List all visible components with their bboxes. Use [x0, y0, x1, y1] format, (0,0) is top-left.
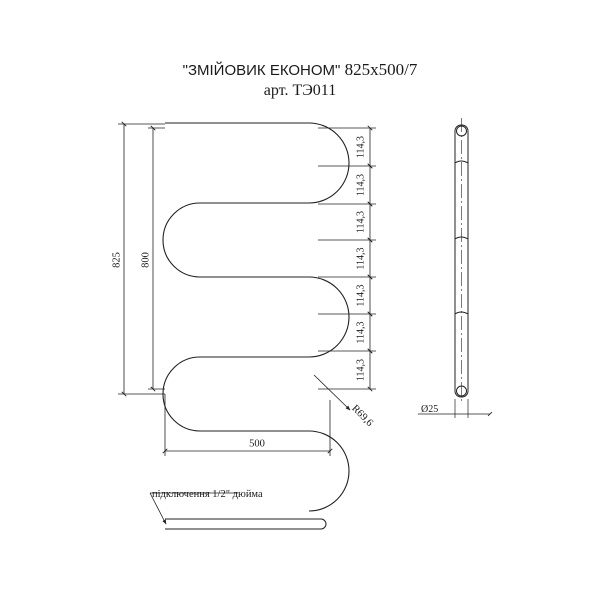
width-label: 500 — [249, 438, 265, 449]
pipe-top-view — [149, 492, 327, 530]
spacing-dimension-label-5: 114,3 — [355, 284, 366, 306]
dimension-lines — [118, 121, 376, 456]
spacing-dimension-label-3: 114,3 — [355, 211, 366, 233]
side-view-top-cap — [456, 125, 467, 137]
spacing-dimension-label-1: 114,3 — [355, 136, 366, 158]
total-height-label: 825 — [111, 252, 122, 268]
radius-leader — [313, 374, 351, 411]
pipe-outline-outer — [162, 122, 350, 512]
spacing-dimension-label-7: 114,3 — [355, 359, 366, 381]
dimension-labels: 114,3 114,3 114,3 114,3 114,3 114,3 114,3 825 80… — [111, 136, 375, 449]
spacing-dimension-label-6: 114,3 — [355, 321, 366, 343]
connection-note: підключення 1/2" дюйма — [152, 489, 263, 500]
pipe-side-view — [418, 118, 493, 418]
product-name: "ЗМІЙОВИК ЕКОНОМ" — [182, 62, 341, 79]
radius-label: R69,6 — [349, 403, 375, 429]
serpentine-pipe-front-view — [162, 122, 350, 512]
spacing-dimension-label-2: 114,3 — [355, 174, 366, 196]
drawing-title: "ЗМІЙОВИК ЕКОНОМ" 825x500/7 — [0, 60, 600, 80]
inner-height-label: 800 — [140, 252, 151, 268]
product-size: 825x500/7 — [344, 60, 418, 79]
article-number: арт. ТЭ011 — [263, 82, 337, 99]
side-view-bottom-cap — [456, 385, 467, 397]
spacing-dimension-label-4: 114,3 — [355, 247, 366, 269]
pipe-diameter-label: Ø25 — [421, 404, 438, 415]
